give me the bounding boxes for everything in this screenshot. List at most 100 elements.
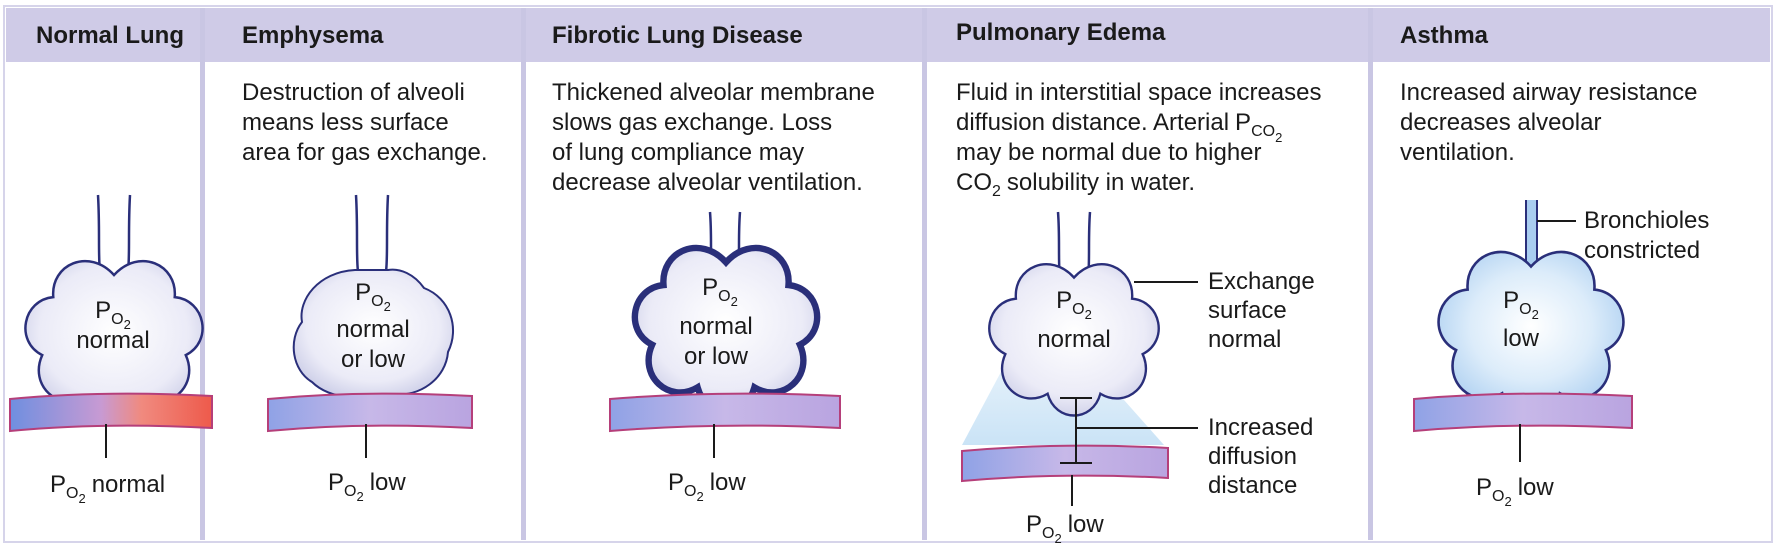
po2-sub-2: 2 <box>1085 307 1092 322</box>
bronchiole-fill <box>1527 200 1536 270</box>
callout-bronchioles: Bronchioles <box>1584 207 1709 234</box>
po2-sub-o: O <box>344 483 356 500</box>
callout-surface: Exchange <box>1208 268 1315 295</box>
bottom-po2-value: low <box>370 469 407 496</box>
po2-sub-o: O <box>1072 301 1084 318</box>
alveolus-value: normal <box>76 327 149 354</box>
bottom-po2-value: low <box>1518 474 1555 501</box>
description-line: means less surface <box>242 109 449 136</box>
co2-symbol: CO <box>956 169 992 196</box>
po2-p: P <box>1026 511 1042 538</box>
bottom-po2-value: low <box>1068 511 1105 538</box>
capillary <box>267 392 473 433</box>
po2-sub-2: 2 <box>356 489 363 504</box>
po2-sub-2: 2 <box>384 299 391 314</box>
description-text: diffusion distance. Arterial <box>956 109 1229 136</box>
panel-dividers <box>200 8 1373 540</box>
bronchiole-constricted <box>1525 200 1538 270</box>
capillary <box>1413 392 1633 433</box>
capillary <box>609 392 841 433</box>
po2-p: P <box>702 274 718 301</box>
alveolus-po2: PO2 <box>702 274 738 309</box>
po2-sub-o: O <box>371 293 383 310</box>
bottom-po2-label: PO2 low <box>1026 511 1104 546</box>
panel-fibrotic: PO2 normal or low PO2low <box>609 211 841 504</box>
description-line: of lung compliance may <box>552 139 804 166</box>
po2-sub-2: 2 <box>124 317 131 332</box>
po2-sub-o: O <box>1492 488 1504 505</box>
alveolus-po2: PO2 <box>1503 287 1539 322</box>
header-band-emphysema <box>205 8 521 62</box>
po2-sub-o: O <box>111 311 123 328</box>
header-asthma: Asthma <box>1400 22 1489 49</box>
panel-emphysema: PO2 normal or low PO2low <box>267 194 473 504</box>
po2-sub-2: 2 <box>1532 307 1539 322</box>
po2-p: P <box>95 297 111 324</box>
po2-p: P <box>668 469 684 496</box>
airway-tube <box>354 194 390 273</box>
bottom-po2-label: PO2 low <box>668 469 746 504</box>
po2-sub-2: 2 <box>78 491 85 506</box>
header-normal-lung: Normal Lung <box>36 22 184 49</box>
description-line: Increased airway resistance <box>1400 79 1697 106</box>
po2-p: P <box>355 279 371 306</box>
callout-surface: normal <box>1208 326 1281 353</box>
po2-p: P <box>328 469 344 496</box>
description-line: ventilation. <box>1400 139 1515 166</box>
panel-pulmonary-edema: PO2 normal Exchange surface normal Incre… <box>961 211 1315 546</box>
alveolus-value: normal <box>336 316 409 343</box>
description-line: decreases alveolar <box>1400 109 1601 136</box>
description-line: decrease alveolar ventilation. <box>552 169 863 196</box>
panel-asthma: Bronchioles constricted PO2 low PO2low <box>1413 200 1709 509</box>
description-emphysema: Destruction of alveoli means less surfac… <box>242 79 488 166</box>
header-emphysema: Emphysema <box>242 22 384 49</box>
alveolus-value: normal <box>679 313 752 340</box>
bottom-po2-label: PO2 low <box>328 469 406 504</box>
po2-sub-o: O <box>684 483 696 500</box>
description-line: Fluid in interstitial space increases <box>956 79 1322 106</box>
callout-diffusion: diffusion <box>1208 443 1297 470</box>
po2-sub-2: 2 <box>696 489 703 504</box>
po2-p: P <box>50 471 66 498</box>
header-band-normal <box>6 8 200 62</box>
header-band-fibrotic <box>526 8 922 62</box>
description-line: CO2 solubility in water. <box>956 169 1195 200</box>
description-line: Thickened alveolar membrane <box>552 79 875 106</box>
alveolus-value: normal <box>1037 326 1110 353</box>
po2-p: P <box>1476 474 1492 501</box>
description-line: slows gas exchange. Loss <box>552 109 832 136</box>
alveolus-value: low <box>1503 325 1540 352</box>
pco2-sub-2: 2 <box>1275 130 1282 145</box>
po2-sub-o: O <box>1519 301 1531 318</box>
header-pulmonary-edema: Pulmonary Edema <box>956 19 1166 46</box>
bottom-po2-value: low <box>710 469 747 496</box>
co2-sub: 2 <box>992 183 1001 200</box>
callout-diffusion: Increased <box>1208 414 1313 441</box>
alveolus-value: or low <box>684 343 749 370</box>
header-band-asthma <box>1373 8 1770 62</box>
description-edema: Fluid in interstitial space increases di… <box>956 79 1322 200</box>
alveolus-value: or low <box>341 346 406 373</box>
pco2-sub-co: CO <box>1251 123 1275 140</box>
pco2-p: P <box>1235 109 1251 136</box>
po2-sub-2: 2 <box>731 294 738 309</box>
description-asthma: Increased airway resistance decreases al… <box>1400 79 1697 166</box>
po2-sub-2: 2 <box>1054 531 1061 546</box>
po2-sub-2: 2 <box>1504 494 1511 509</box>
alveolus-po2: PO2 <box>95 297 131 332</box>
po2-sub-o: O <box>66 485 78 502</box>
description-line: area for gas exchange. <box>242 139 488 166</box>
bottom-po2-value: normal <box>92 471 165 498</box>
po2-p: P <box>1056 287 1072 314</box>
po2-p: P <box>1503 287 1519 314</box>
alveolus-po2: PO2 <box>1056 287 1092 322</box>
po2-sub-o: O <box>1042 525 1054 542</box>
callout-bronchioles: constricted <box>1584 237 1700 264</box>
po2-sub-o: O <box>718 288 730 305</box>
alveolus-po2: PO2 <box>355 279 391 314</box>
description-text: solubility in water. <box>1007 169 1195 196</box>
header-fibrotic: Fibrotic Lung Disease <box>552 22 803 49</box>
